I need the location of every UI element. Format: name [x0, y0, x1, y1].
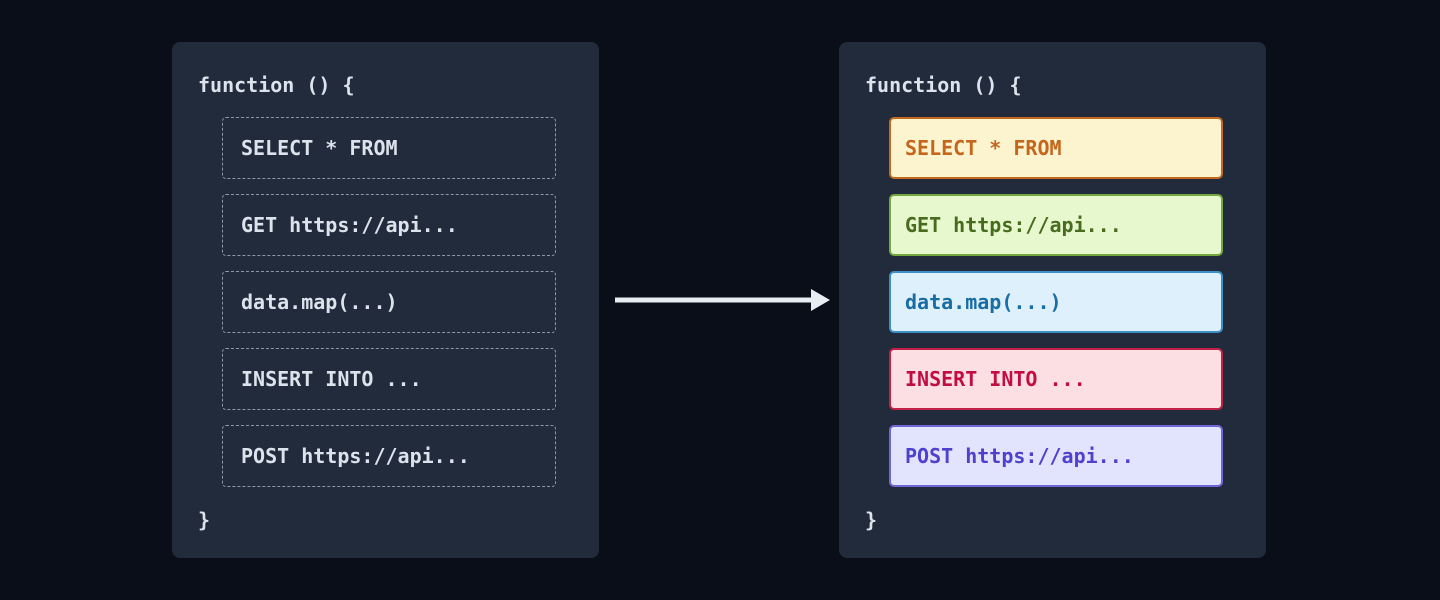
statement-box-http-get: GET https://api...: [889, 194, 1223, 256]
statement-label: SELECT * FROM: [905, 136, 1062, 160]
function-open-line: function () {: [865, 73, 1022, 97]
statement-box-sql-select: SELECT * FROM: [889, 117, 1223, 179]
code-panel-before: function () { SELECT * FROM GET https://…: [172, 42, 599, 558]
function-close-line: }: [865, 508, 878, 532]
code-panel-after: function () { SELECT * FROM GET https://…: [839, 42, 1266, 558]
transform-arrow-icon: [615, 289, 830, 311]
statement-box-dashed: GET https://api...: [222, 194, 556, 256]
statement-box-http-post: POST https://api...: [889, 425, 1223, 487]
statement-box-dashed: INSERT INTO ...: [222, 348, 556, 410]
statement-label: data.map(...): [905, 290, 1062, 314]
statement-list-before: SELECT * FROM GET https://api... data.ma…: [222, 117, 556, 487]
statement-label: POST https://api...: [241, 444, 470, 468]
statement-list-after: SELECT * FROM GET https://api... data.ma…: [889, 117, 1223, 487]
statement-label: POST https://api...: [905, 444, 1134, 468]
statement-box-dashed: POST https://api...: [222, 425, 556, 487]
statement-label: INSERT INTO ...: [905, 367, 1086, 391]
statement-label: data.map(...): [241, 290, 398, 314]
statement-label: INSERT INTO ...: [241, 367, 422, 391]
function-open-line: function () {: [198, 73, 355, 97]
statement-box-js-map: data.map(...): [889, 271, 1223, 333]
statement-box-sql-insert: INSERT INTO ...: [889, 348, 1223, 410]
statement-label: SELECT * FROM: [241, 136, 398, 160]
statement-box-dashed: SELECT * FROM: [222, 117, 556, 179]
statement-label: GET https://api...: [905, 213, 1122, 237]
function-close-line: }: [198, 508, 211, 532]
statement-label: GET https://api...: [241, 213, 458, 237]
statement-box-dashed: data.map(...): [222, 271, 556, 333]
